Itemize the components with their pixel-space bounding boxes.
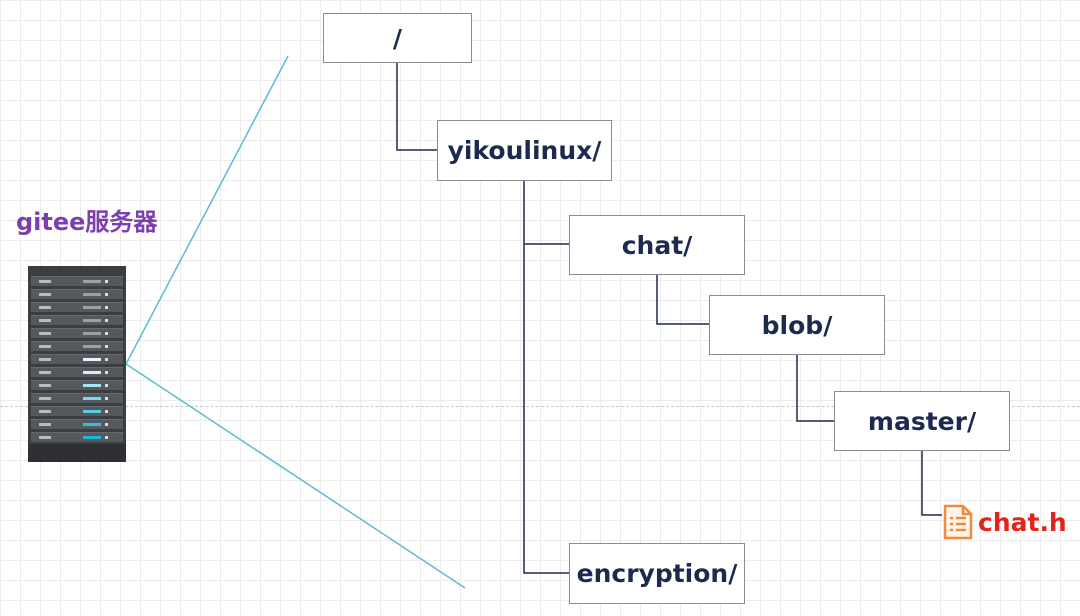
node-blob: blob/ [709, 295, 885, 355]
file-label: chat.h [978, 507, 1067, 537]
server-unit [31, 289, 123, 299]
server-indicator-light [83, 384, 101, 387]
node-chat-label: chat/ [621, 230, 693, 260]
edge-blob-master [796, 355, 834, 422]
server-unit [31, 328, 123, 338]
server-indicator-light [83, 410, 101, 413]
server-unit [31, 432, 123, 442]
server-unit [31, 406, 123, 416]
server-indicator-light [83, 319, 101, 322]
server-unit [31, 367, 123, 377]
server-status-dot [105, 371, 108, 374]
server-status-dot [105, 293, 108, 296]
server-status-dot [105, 345, 108, 348]
server-status-dot [105, 358, 108, 361]
server-status-dot [105, 280, 108, 283]
node-blob-label: blob/ [761, 310, 833, 340]
server-unit [31, 419, 123, 429]
edge-yikoulinux-encryption [523, 244, 569, 574]
server-status-dot [105, 436, 108, 439]
node-root-label: / [392, 23, 403, 53]
server-slot [39, 384, 51, 387]
server-label: gitee服务器 [16, 208, 158, 236]
callout-line-top [125, 55, 289, 365]
server-status-dot [105, 397, 108, 400]
server-slot [39, 293, 51, 296]
server-status-dot [105, 384, 108, 387]
edge-yikoulinux-chat [523, 181, 569, 245]
server-unit [31, 380, 123, 390]
node-chat: chat/ [569, 215, 745, 275]
server-unit [31, 341, 123, 351]
server-indicator-light [83, 306, 101, 309]
server-slot [39, 345, 51, 348]
server-slot [39, 410, 51, 413]
node-encryption-label: encryption/ [576, 559, 738, 588]
edge-root-yikoulinux [396, 63, 437, 151]
server-indicator-light [83, 345, 101, 348]
node-root: / [323, 13, 472, 63]
server-slot [39, 358, 51, 361]
node-encryption: encryption/ [569, 543, 745, 604]
server-status-dot [105, 410, 108, 413]
callout-line-bottom [125, 363, 466, 589]
server-indicator-light [83, 397, 101, 400]
server-base [28, 444, 126, 462]
server-indicator-light [83, 280, 101, 283]
server-rack-icon [28, 266, 126, 462]
server-status-dot [105, 306, 108, 309]
server-status-dot [105, 319, 108, 322]
file-chat-h: chat.h [942, 504, 1067, 540]
server-unit [31, 393, 123, 403]
server-indicator-light [83, 436, 101, 439]
server-slot [39, 436, 51, 439]
node-yikoulinux: yikoulinux/ [437, 120, 612, 181]
server-status-dot [105, 332, 108, 335]
server-indicator-light [83, 371, 101, 374]
server-slot [39, 319, 51, 322]
file-document-icon [943, 504, 973, 540]
dashed-guide-line [0, 406, 1080, 407]
server-status-dot [105, 423, 108, 426]
server-slot [39, 371, 51, 374]
node-master-label: master/ [867, 406, 977, 436]
node-master: master/ [834, 391, 1010, 451]
server-unit [31, 354, 123, 364]
server-indicator-light [83, 293, 101, 296]
server-slot [39, 397, 51, 400]
server-unit [31, 302, 123, 312]
server-slot [39, 423, 51, 426]
server-indicator-light [83, 332, 101, 335]
server-slot [39, 280, 51, 283]
edge-master-file [921, 451, 942, 516]
server-unit [31, 315, 123, 325]
edge-chat-blob [656, 275, 709, 325]
server-indicator-light [83, 423, 101, 426]
server-indicator-light [83, 358, 101, 361]
server-slot [39, 306, 51, 309]
server-slot [39, 332, 51, 335]
server-unit [31, 276, 123, 286]
node-yikoulinux-label: yikoulinux/ [447, 136, 602, 165]
